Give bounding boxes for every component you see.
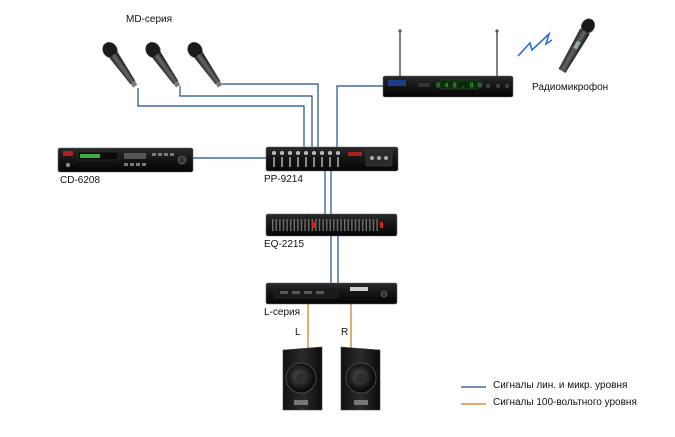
label-mixer: PP-9214 [264, 174, 303, 185]
eq-slider [315, 219, 317, 231]
mixer-fader [329, 157, 331, 167]
eq-slider [340, 219, 342, 231]
eq-slider [293, 219, 295, 231]
eq-slider [297, 219, 299, 231]
cd-player [57, 147, 194, 173]
mixer-knob [304, 151, 308, 155]
radio-microphone [558, 18, 596, 74]
eq-slider [318, 219, 321, 231]
eq-slider [336, 219, 339, 231]
eq-slider [344, 219, 346, 231]
mixer-fader [321, 157, 323, 167]
legend-line-level-text: Сигналы лин. и микр. уровня [493, 380, 628, 391]
eq-slider [308, 219, 310, 231]
mixer-knob [296, 151, 300, 155]
eq-slider [369, 219, 371, 231]
label-md-series: MD-серия [126, 14, 173, 25]
eq-slider [300, 219, 303, 231]
eq-slider [275, 219, 277, 231]
eq-slider [376, 219, 378, 231]
speaker-right [340, 346, 381, 411]
eq-slider [347, 219, 349, 231]
high-voltage-cables [307, 304, 352, 348]
mixer-knob [328, 151, 332, 155]
wireless-receiver: 8 4 8 . 8 0 [382, 29, 514, 98]
cable-radio-receiver [336, 85, 385, 150]
mixer-fader [313, 157, 315, 167]
label-left-channel: L [295, 327, 301, 338]
eq-slider [358, 219, 360, 231]
eq-slider [279, 219, 281, 231]
eq-slider [286, 219, 288, 231]
mixer-fader [281, 157, 283, 167]
eq-slider [372, 219, 375, 231]
cable-mic-2 [179, 86, 313, 150]
cable-mic-3 [222, 83, 319, 150]
line-level-cables [137, 83, 385, 284]
mixer-fader [337, 157, 339, 167]
receiver-display [439, 79, 479, 90]
mixer-fader [297, 157, 299, 167]
equalizer [265, 213, 398, 237]
mixer-knob [312, 151, 316, 155]
mixer-fader [305, 157, 307, 167]
wireless-signal-icon [517, 31, 553, 57]
microphone-2 [145, 42, 181, 88]
label-right-channel: R [341, 327, 349, 338]
eq-slider [304, 219, 306, 231]
eq-slider [282, 219, 285, 231]
eq-slider [326, 219, 328, 231]
eq-slider [290, 219, 292, 231]
eq-slider [354, 219, 357, 231]
mixer-knob [320, 151, 324, 155]
microphone-3 [187, 42, 223, 88]
mixer-knob [336, 151, 340, 155]
eq-slider [362, 219, 364, 231]
mixer-channel-strips [272, 151, 340, 167]
mixer-fader [273, 157, 275, 167]
cable-mic-1 [137, 88, 305, 150]
mixer-knob [280, 151, 284, 155]
microphone-1 [102, 42, 138, 88]
legend-high-voltage-text: Сигналы 100-вольтного уровня [493, 397, 637, 408]
eq-slider [365, 219, 367, 231]
mixer-knob [288, 151, 292, 155]
speaker-left [282, 346, 323, 411]
eq-sliders [272, 219, 378, 231]
eq-slider [329, 219, 331, 231]
label-equalizer: EQ-2215 [264, 239, 305, 250]
label-radio-microphone: Радиомикрофон [532, 82, 609, 93]
mixer-amplifier [265, 146, 399, 172]
mixer-knob [272, 151, 276, 155]
eq-slider [322, 219, 324, 231]
eq-slider [333, 219, 335, 231]
label-cd-player: CD-6208 [60, 175, 101, 186]
eq-slider [351, 219, 353, 231]
md-microphones [102, 42, 223, 88]
power-amplifier [265, 282, 398, 305]
mixer-fader [289, 157, 291, 167]
label-amplifier: L-серия [264, 307, 301, 318]
receiver-display-text: 8 4 8 . 8 0 [436, 82, 482, 90]
eq-slider [272, 219, 274, 231]
